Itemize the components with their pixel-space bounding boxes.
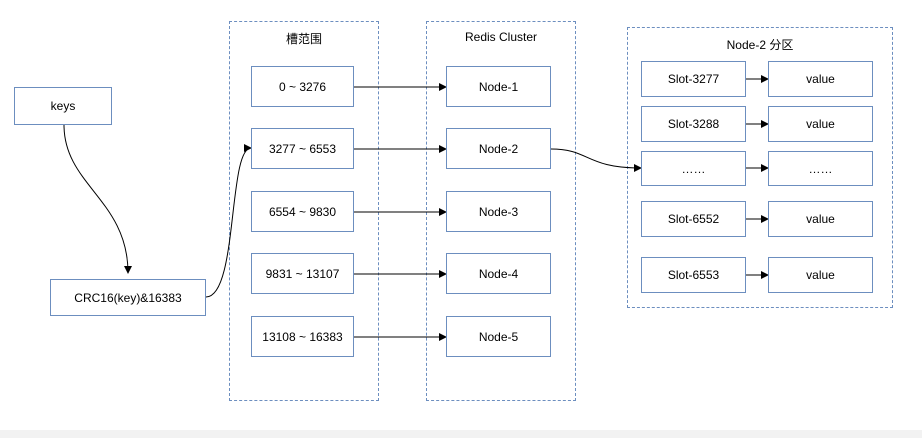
partition-value-box: value (768, 257, 873, 293)
partition-value-box: …… (768, 151, 873, 186)
keys-to-hash-arrow (63, 124, 132, 274)
slot-range-box: 3277 ~ 6553 (251, 128, 354, 169)
redis-cluster-group: Redis Cluster (426, 21, 576, 401)
node-box: Node-1 (446, 66, 551, 107)
node2-to-partition-arrow (550, 148, 642, 172)
partition-slot-box: Slot-6552 (641, 201, 746, 237)
slot-range-box: 0 ~ 3276 (251, 66, 354, 107)
slot-range-group-title: 槽范围 (285, 32, 322, 46)
node-box: Node-4 (446, 253, 551, 294)
partition-slot-box: Slot-3288 (641, 106, 746, 142)
slot-range-box: 13108 ~ 16383 (251, 316, 354, 357)
partition-value-box: value (768, 201, 873, 237)
node-box: Node-5 (446, 316, 551, 357)
keys-box: keys (14, 87, 112, 125)
slot-range-box: 9831 ~ 13107 (251, 253, 354, 294)
partition-value-box: value (768, 106, 873, 142)
footer-strip (0, 430, 922, 438)
hash-to-range2-arrow (205, 144, 252, 298)
partition-value-box: value (768, 61, 873, 97)
node2-partition-group-title: Node-2 分区 (726, 38, 794, 52)
redis-cluster-group-title: Redis Cluster (464, 30, 538, 44)
partition-slot-box: Slot-3277 (641, 61, 746, 97)
partition-slot-box: …… (641, 151, 746, 186)
partition-slot-box: Slot-6553 (641, 257, 746, 293)
slot-range-group: 槽范围 (229, 21, 379, 401)
slot-range-box: 6554 ~ 9830 (251, 191, 354, 232)
node-box: Node-3 (446, 191, 551, 232)
hash-function-box: CRC16(key)&16383 (50, 279, 206, 316)
node-box: Node-2 (446, 128, 551, 169)
